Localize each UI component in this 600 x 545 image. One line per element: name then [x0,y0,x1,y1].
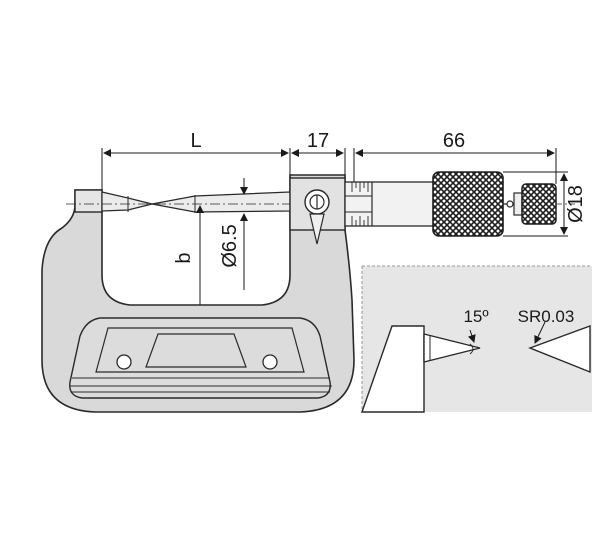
angle-label: 15º [463,307,488,326]
dimension-thimble-diameter: Ø18 [503,171,587,237]
dim-label-l: L [190,130,201,152]
dim-label-17: 17 [307,130,329,152]
frame-hole-left [116,354,132,370]
sleeve [344,181,436,227]
frame-hole-right [262,354,278,370]
radius-label: SR0.03 [518,307,575,326]
dim-label-thimble-diameter: Ø18 [565,185,587,223]
dimensions-vertical: b Ø6.5 [173,178,248,305]
detail-inset: 15º SR0.03 [361,265,592,413]
frame-plate-window [145,333,247,368]
frame-plate-inner [95,327,305,373]
dim-label-b: b [173,252,195,263]
dim-label-spindle-diameter: Ø6.5 [219,224,241,267]
dim-label-66: 66 [443,130,465,152]
thimble [432,171,557,237]
frame [41,174,355,413]
dimensions-top: L 17 66 [101,130,557,190]
ratchet [521,183,557,225]
